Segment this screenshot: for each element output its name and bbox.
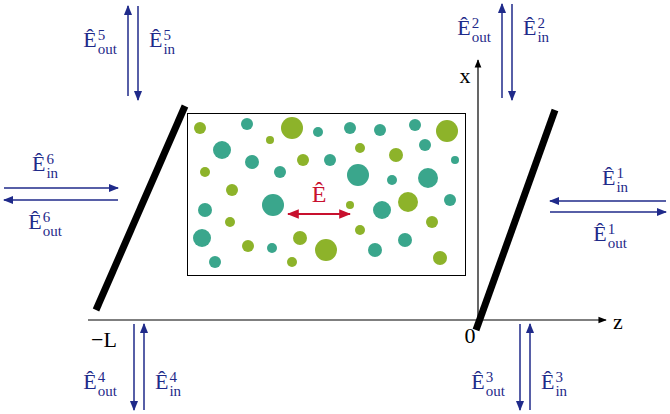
field-label: Ê2in [523, 16, 549, 45]
field-label: Ê5in [149, 28, 175, 57]
field-label: Ê2out [457, 16, 491, 45]
field-label: Ê1in [602, 166, 628, 195]
x-axis [477, 60, 478, 320]
axis-label: x [460, 65, 471, 87]
particles [193, 117, 459, 268]
field-label: Ê5out [83, 28, 117, 57]
axis-label: 0 [465, 325, 476, 347]
axis-label: z [613, 311, 623, 333]
field-label: Ê3out [471, 370, 505, 399]
field-label: Ê3in [541, 370, 567, 399]
field-label: Ê1out [593, 222, 627, 251]
mirror [96, 106, 185, 310]
axis-label: −L [91, 329, 117, 351]
medium-box: Ê [187, 113, 466, 276]
field-label: Ê [312, 182, 327, 206]
z-axis [88, 319, 606, 320]
field-label: Ê4out [83, 370, 117, 399]
field-label: Ê4in [155, 370, 181, 399]
mirror [476, 110, 555, 330]
field-label: Ê6in [32, 152, 58, 181]
field-arrow [288, 213, 350, 215]
field-label: Ê6out [28, 210, 62, 239]
field-arrows [4, 4, 666, 410]
